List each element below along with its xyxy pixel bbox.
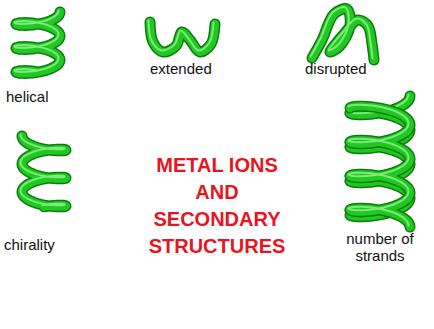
strand-two-tube: [349, 105, 411, 227]
tube-highlight: [311, 7, 373, 58]
disrupted-tube: [311, 7, 375, 60]
tube-highlight: [349, 105, 409, 226]
tube-highlight: [149, 21, 214, 51]
center-title: METAL IONS AND SECONDARY STRUCTURES: [142, 152, 292, 260]
caption-label: number of strands: [330, 230, 430, 264]
extended-tube: [149, 21, 216, 53]
caption-label: chirality: [4, 236, 94, 253]
helix-tube: [15, 11, 61, 74]
tube-highlight: [15, 11, 59, 72]
tube-highlight: [21, 135, 65, 206]
chiral-helix-tube: [21, 135, 67, 207]
caption-label: disrupted: [305, 60, 395, 77]
caption-label: extended: [150, 60, 230, 77]
caption-label: helical: [6, 88, 86, 105]
